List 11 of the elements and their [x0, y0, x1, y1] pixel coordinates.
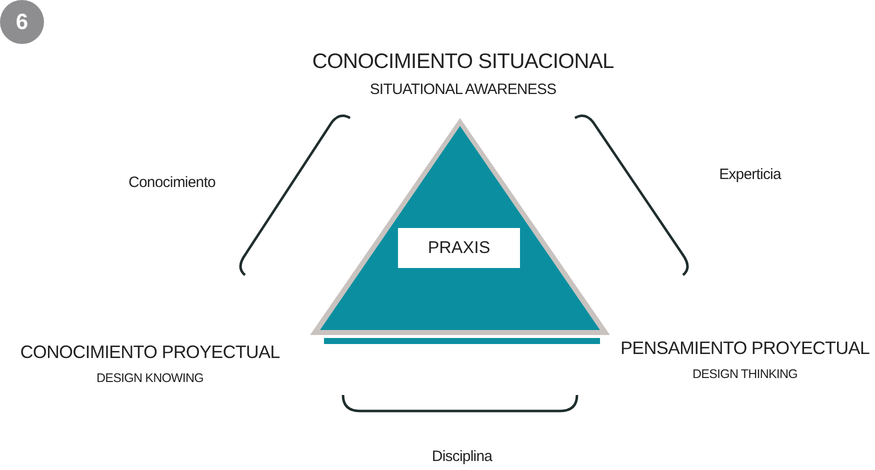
number-badge: 6	[0, 0, 44, 44]
text-box: PRAXIS	[398, 228, 520, 268]
corner-heading: PENSAMIENTO PROYECTUAL	[620, 338, 870, 359]
bracket-label: Conocimiento	[128, 174, 216, 191]
corner-subheading: DESIGN THINKING	[692, 367, 798, 381]
subheading: SITUATIONAL AWARENESS	[370, 81, 556, 98]
bracket-label: Experticia	[719, 166, 781, 183]
corner-subheading: DESIGN KNOWING	[96, 371, 204, 385]
bracket-label: Disciplina	[432, 448, 492, 465]
heading: CONOCIMIENTO SITUACIONAL	[312, 50, 614, 74]
corner-heading: CONOCIMIENTO PROYECTUAL	[20, 342, 280, 363]
